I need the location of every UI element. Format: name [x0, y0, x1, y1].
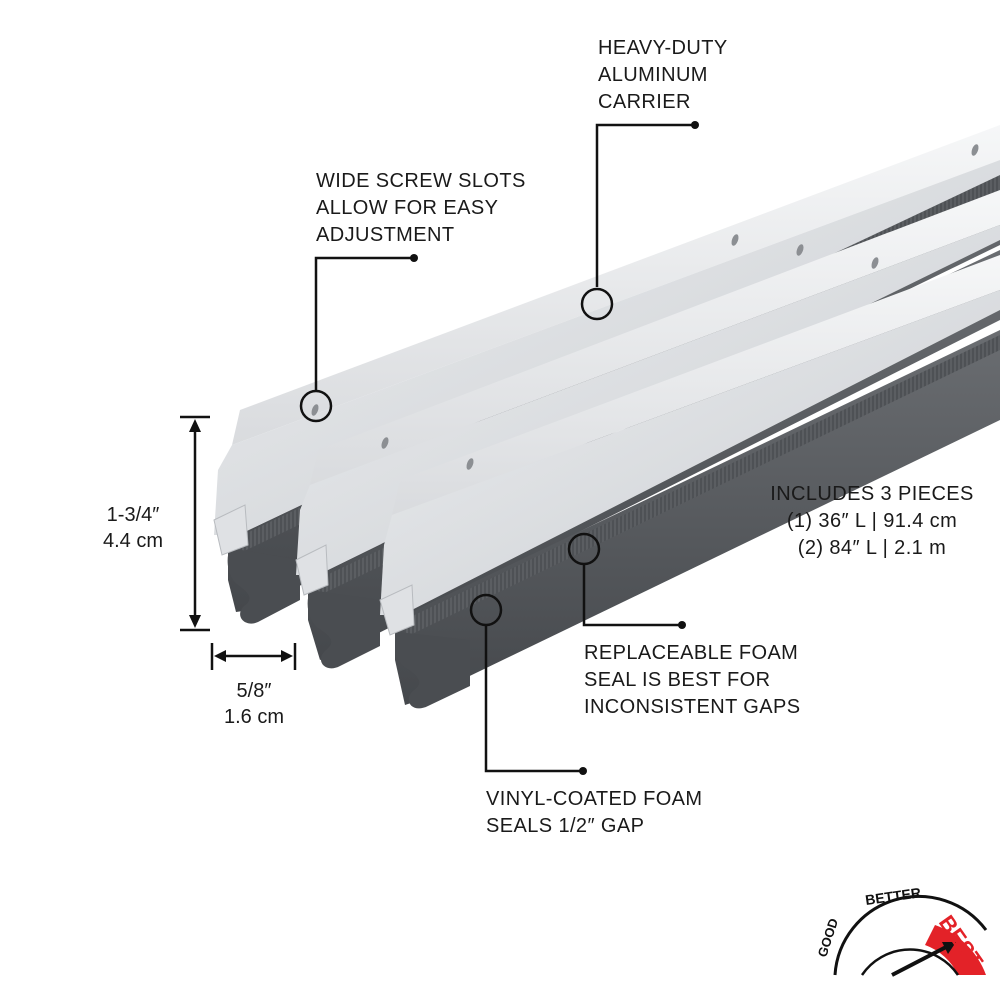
callout-line: HEAVY-DUTY: [598, 37, 728, 59]
callout-line: INCLUDES 3 PIECES: [770, 483, 974, 505]
callout-line: (2) 84″ L | 2.1 m: [797, 537, 947, 559]
foam-top: [400, 335, 1000, 636]
width-dimension-line: [210, 643, 297, 670]
weatherstrip-piece-3: [379, 255, 1000, 709]
width-imperial: 5/8″: [236, 680, 272, 702]
gauge-label-better: BETTER: [864, 884, 922, 908]
foam-profile: [307, 590, 380, 669]
aluminum-lip: [379, 584, 415, 636]
callout-vinyl-foam: VINYL-COATED FOAM SEALS 1/2″ GAP: [486, 786, 702, 840]
callout-line: INCONSISTENT GAPS: [584, 696, 801, 718]
aluminum-flange: [232, 125, 1000, 445]
height-metric: 4.4 cm: [102, 530, 164, 552]
gauge-needle: [891, 943, 951, 977]
aluminum-lip: [213, 504, 249, 556]
rating-gauge: GOOD BETTER BEST: [815, 884, 988, 977]
callout-dots: [410, 121, 699, 775]
width-dimension-label: 5/8″ 1.6 cm: [208, 678, 300, 730]
callout-screw-slots: WIDE SCREW SLOTS ALLOW FOR EASY ADJUSTME…: [316, 168, 526, 249]
callout-line: ADJUSTMENT: [316, 224, 455, 246]
callout-replaceable-seal: REPLACEABLE FOAM SEAL IS BEST FOR INCONS…: [584, 640, 800, 721]
callout-line: ALLOW FOR EASY: [316, 197, 499, 219]
callout-aluminum-carrier: HEAVY-DUTY ALUMINUM CARRIER: [598, 35, 728, 116]
gauge-needle-tip: [942, 942, 956, 954]
gauge-best-segment: [925, 925, 986, 975]
aluminum-lip: [295, 544, 329, 596]
foam-profile: [395, 632, 470, 709]
gauge-arc: [833, 894, 988, 976]
height-imperial: 1-3/4″: [106, 504, 160, 526]
callout-line: WIDE SCREW SLOTS: [316, 170, 526, 192]
callout-line: (1) 36″ L | 91.4 cm: [786, 510, 958, 532]
aluminum-flange: [310, 190, 1000, 485]
screw-slots: [311, 144, 979, 470]
callout-line: CARRIER: [598, 91, 691, 113]
gauge-inner-arc: [860, 948, 960, 976]
callout-lines: [299, 123, 693, 773]
height-dimension-line: [180, 415, 210, 632]
aluminum-flange: [392, 255, 1000, 515]
height-dimension-label: 1-3/4″ 4.4 cm: [88, 502, 178, 554]
callout-line: ALUMINUM: [598, 64, 708, 86]
callout-line: VINYL-COATED FOAM: [486, 788, 703, 810]
callout-line: SEALS 1/2″ GAP: [486, 815, 645, 837]
aluminum-face: [380, 290, 1000, 615]
gauge-label-good: GOOD: [815, 917, 842, 959]
foam-seal: [395, 330, 1000, 705]
foam-profile: [227, 548, 300, 624]
width-metric: 1.6 cm: [223, 706, 285, 728]
callout-line: SEAL IS BEST FOR: [584, 669, 771, 691]
callout-line: REPLACEABLE FOAM: [584, 642, 799, 664]
callout-pieces-included: INCLUDES 3 PIECES (1) 36″ L | 91.4 cm (2…: [752, 481, 992, 562]
